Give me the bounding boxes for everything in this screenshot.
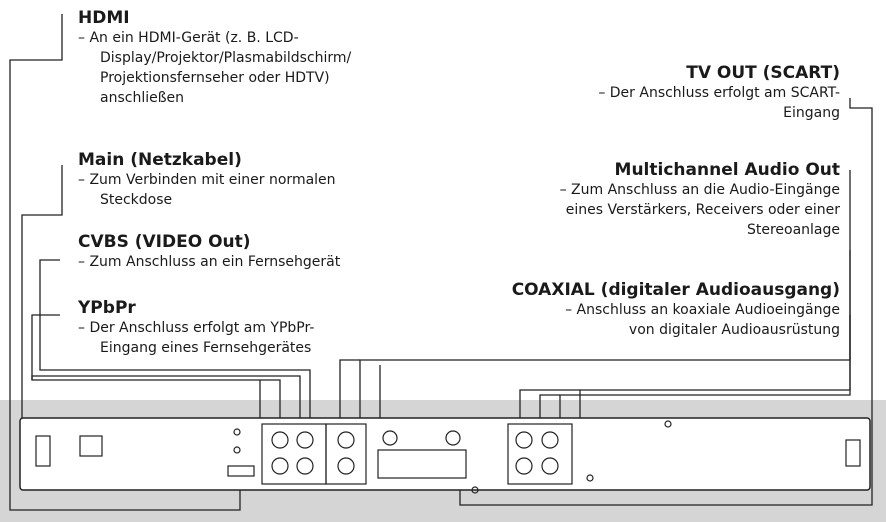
multichannel-audio-desc-line-2: eines Verstärkers, Receivers oder einer [565, 202, 840, 218]
hdmi-desc-line-2: Display/Projektor/Plasmabildschirm/ [100, 50, 352, 66]
multichannel-audio-desc-line-1: – Zum Anschluss an die Audio-Eingänge [559, 182, 840, 198]
hdmi-port-icon [227, 465, 255, 477]
jack-icon [541, 431, 559, 449]
tv-out-scart-label: TV OUT (SCART) – Der Anschluss erfolgt a… [480, 63, 840, 123]
right-mount-tab [845, 439, 861, 467]
power-socket [79, 435, 103, 457]
jack-icon [337, 457, 355, 475]
main-power-desc-line-2: Steckdose [100, 192, 173, 208]
jack-icon [296, 431, 314, 449]
multichannel-audio-label: Multichannel Audio Out – Zum Anschluss a… [440, 160, 840, 240]
coaxial-jack-icon [382, 430, 398, 446]
ypbpr-leader-line-2 [31, 375, 301, 430]
jack-icon [271, 457, 289, 475]
hdmi-desc-line-1: – An ein HDMI-Gerät (z. B. LCD- [78, 30, 299, 46]
hdmi-desc-line-3: Projektionsfernseher oder HDTV) [100, 70, 330, 86]
screw-icon [586, 474, 594, 482]
ypbpr-leader-line [31, 314, 281, 430]
ypbpr-heading: YPbPr [78, 298, 136, 318]
screw-icon [233, 428, 241, 436]
jack-icon [515, 431, 533, 449]
multichannel-audio-desc-line-3: Stereoanlage [746, 222, 840, 238]
main-power-heading: Main (Netzkabel) [78, 150, 242, 170]
ypbpr-desc-line-1: – Der Anschluss erfolgt am YPbPr- [78, 320, 315, 336]
screw-icon [233, 446, 241, 454]
cvbs-heading: CVBS (VIDEO Out) [78, 232, 251, 252]
ypbpr-desc-line-2: Eingang eines Fernsehgerätes [100, 340, 312, 356]
multichannel-audio-heading: Multichannel Audio Out [614, 160, 840, 180]
screw-icon [664, 420, 672, 428]
main-power-desc-line-1: – Zum Verbinden mit einer normalen [78, 172, 336, 188]
cvbs-leader-line [39, 259, 311, 428]
main-power-label: Main (Netzkabel) – Zum Verbinden mit ein… [78, 150, 418, 210]
jack-icon [271, 431, 289, 449]
tv-out-scart-heading: TV OUT (SCART) [686, 63, 840, 83]
ypbpr-label: YPbPr – Der Anschluss erfolgt am YPbPr- … [78, 298, 418, 358]
left-mount-tab [35, 435, 51, 467]
multichannel-leader-line-2 [519, 389, 580, 430]
coaxial-leader-line-2 [339, 359, 360, 432]
device-back-panel [19, 417, 871, 491]
jack-icon [541, 457, 559, 475]
coaxial-desc-line-2: von digitaler Audioausrüstung [628, 322, 840, 338]
multichannel-jack-group [507, 423, 573, 485]
tv-out-leader-line [459, 98, 873, 506]
hdmi-heading: HDMI [78, 8, 130, 28]
hdmi-leader-line [9, 14, 241, 511]
antenna-jack-icon [445, 430, 461, 446]
hdmi-label: HDMI – An ein HDMI-Gerät (z. B. LCD- Dis… [78, 8, 418, 108]
tv-out-scart-desc-line-2: Eingang [783, 105, 840, 121]
jack-icon [337, 431, 355, 449]
multichannel-leader-line-3 [559, 250, 851, 440]
scart-port-icon [377, 449, 467, 479]
tv-out-scart-desc-line-1: – Der Anschluss erfolgt am SCART- [598, 85, 840, 101]
cvbs-jack-group [325, 423, 367, 485]
jack-icon [296, 457, 314, 475]
coaxial-heading: COAXIAL (digitaler Audioausgang) [511, 280, 840, 300]
coaxial-label: COAXIAL (digitaler Audioausgang) – Ansch… [440, 280, 840, 340]
screw-icon [471, 486, 479, 494]
jack-icon [515, 457, 533, 475]
coaxial-desc-line-1: – Anschluss an koaxiale Audioeingänge [565, 302, 840, 318]
multichannel-leader-line [579, 170, 851, 430]
hdmi-desc-line-4: anschließen [100, 90, 185, 106]
cvbs-desc-line-1: – Zum Anschluss an ein Fernsehgerät [78, 254, 341, 270]
cvbs-label: CVBS (VIDEO Out) – Zum Anschluss an ein … [78, 232, 418, 272]
main-leader-line [21, 165, 90, 439]
coaxial-leader-line [359, 315, 851, 432]
leader-lines [9, 14, 873, 511]
